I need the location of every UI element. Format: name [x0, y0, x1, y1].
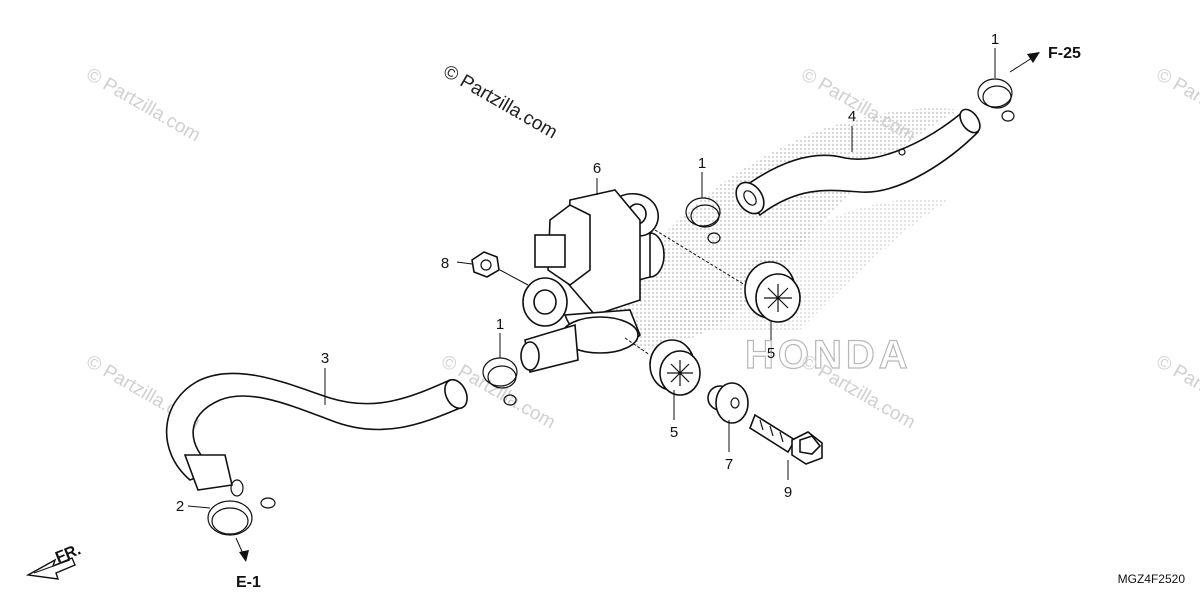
- watermark-center-top: © Partzilla.com: [440, 61, 561, 143]
- bolt-part-9: [749, 413, 823, 465]
- callout-1-mid: 1: [698, 155, 706, 172]
- watermark-left-top: © Partzilla.com: [83, 64, 204, 146]
- front-direction-arrow: [25, 557, 76, 580]
- arrow-to-e1: [235, 537, 249, 562]
- air-injection-valve-part-6: [520, 189, 665, 373]
- callout-5-upper: 5: [767, 345, 775, 362]
- callout-1-lower: 1: [496, 316, 504, 333]
- clamp-mid-part-1: [685, 197, 721, 244]
- grommet-lower-part-5: [649, 339, 701, 396]
- watermark-edge-mid: © Partzilla.com: [1153, 351, 1200, 433]
- grommet-upper-part-5: [744, 261, 801, 323]
- front-label: FR.: [53, 541, 83, 566]
- callout-3: 3: [321, 350, 329, 367]
- watermark-edge-top: © Partzilla.com: [1153, 64, 1200, 146]
- callout-1-top-right: 1: [991, 31, 999, 48]
- callout-9: 9: [784, 484, 792, 501]
- honda-logo-lettering: HONDA: [744, 332, 912, 377]
- leader-lines: [187, 48, 996, 509]
- callout-8: 8: [441, 255, 449, 272]
- clamp-top-right-part-1: [977, 78, 1015, 122]
- callout-7: 7: [725, 456, 733, 473]
- hose-part-4: [735, 108, 981, 217]
- callout-2: 2: [176, 498, 184, 515]
- callout-4: 4: [848, 108, 856, 125]
- hose-part-3: [165, 372, 468, 491]
- svg-text:HONDA: HONDA: [745, 333, 912, 377]
- nut-part-8: [471, 251, 500, 278]
- reference-e1: E-1: [236, 574, 261, 591]
- diagram-code: MGZ4F2520: [1118, 572, 1186, 586]
- clamp-part-2: [207, 479, 276, 536]
- callout-5-lower: 5: [670, 424, 678, 441]
- collar-part-7: [707, 382, 749, 424]
- reference-f25: F-25: [1048, 45, 1081, 62]
- arrow-to-f25: [1009, 52, 1040, 73]
- callout-6: 6: [593, 160, 601, 177]
